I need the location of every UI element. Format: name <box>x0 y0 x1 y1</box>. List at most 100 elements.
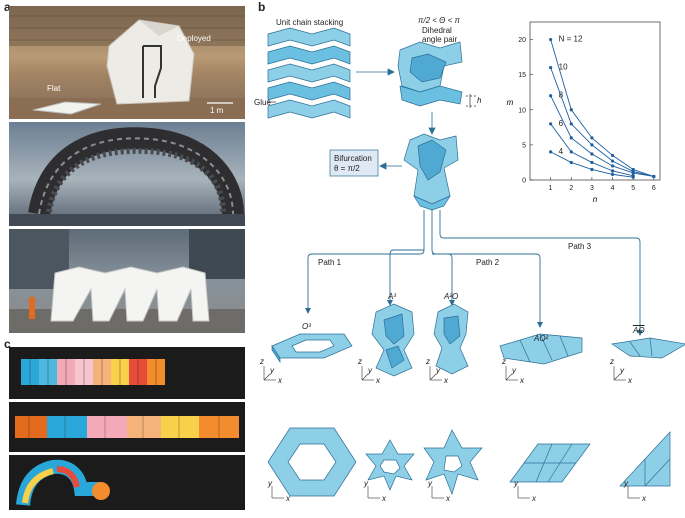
axis-y-4: y <box>512 366 516 375</box>
series-line-N8 <box>550 95 654 177</box>
data-point-N4 <box>569 160 573 165</box>
axis-triads-3d <box>263 366 626 381</box>
axis2d-x-2: x <box>382 494 386 503</box>
x-tick-label: 1 <box>549 185 553 192</box>
bifurcation-unit-illustration <box>403 133 459 211</box>
series-line-N10 <box>550 67 654 177</box>
data-point-N12 <box>652 174 656 179</box>
axis-y-1: y <box>270 366 274 375</box>
data-point-N4 <box>590 167 594 172</box>
axis2d-x-3: x <box>446 494 450 503</box>
data-point-N6 <box>610 169 615 173</box>
x-tick-label: 4 <box>611 185 615 192</box>
data-point-N8 <box>590 152 594 156</box>
tube-short-drawing <box>21 359 165 385</box>
bifurcation-box <box>329 149 379 177</box>
label-flat: Flat <box>47 84 61 93</box>
config-ao2-3d <box>499 333 583 365</box>
data-point-N4 <box>549 150 553 154</box>
y-tick-label: 15 <box>518 72 526 79</box>
series-label-N4: 4 <box>559 147 564 156</box>
tube-bent-drawing <box>16 459 110 506</box>
x-tick-label: 2 <box>569 185 573 192</box>
data-point-N12 <box>569 108 573 112</box>
config-ao-3d <box>611 337 685 359</box>
path-tree <box>307 210 641 330</box>
label-a3: A³ <box>388 292 396 301</box>
photo-tube-long <box>9 402 245 452</box>
x-tick-label: 5 <box>631 185 635 192</box>
config-o3-3d <box>271 333 353 364</box>
photo-shelter <box>9 229 245 333</box>
data-point-N6 <box>549 122 553 126</box>
x-tick-label: 6 <box>652 185 656 192</box>
photo-arch-render <box>9 122 245 226</box>
text-unit-chain-stacking: Unit chain stacking <box>276 18 344 27</box>
series-label-N12: N = 12 <box>559 35 583 44</box>
data-point-N10 <box>590 143 594 147</box>
photo-deployed-structure: Deployed Flat 1 m <box>9 6 245 119</box>
stacked-chains-illustration <box>267 27 351 119</box>
series-label-N6: 6 <box>559 119 564 128</box>
axis2d-y-1: y <box>268 479 272 488</box>
config-a3-3d <box>371 303 415 377</box>
axis-y-5: y <box>620 366 624 375</box>
axis2d-y-4: y <box>514 479 518 488</box>
axis-z-1: z <box>260 357 264 366</box>
axis2d-x-5: x <box>642 494 646 503</box>
config-a2o-top <box>423 429 483 496</box>
text-angle-range: π/2 < Θ < π <box>418 16 460 25</box>
text-theta: θ = π/2 <box>334 164 360 173</box>
y-tick-label: 5 <box>522 142 526 149</box>
text-path-3: Path 3 <box>568 242 592 251</box>
axis-x-5: x <box>628 376 632 385</box>
label-ao2: AO² <box>534 334 549 343</box>
text-path-2: Path 2 <box>476 258 500 267</box>
axis2d-y-3: y <box>428 479 432 488</box>
unit-cell-illustration <box>397 41 476 108</box>
label-deployed: Deployed <box>177 34 211 43</box>
panel-label-a: a <box>4 0 11 14</box>
y-tick-label: 10 <box>518 107 526 114</box>
data-point-N10 <box>610 159 615 163</box>
text-dihedral: Dihedral <box>422 26 452 35</box>
config-ao2-top <box>509 443 591 483</box>
axis-z-5: z <box>610 357 614 366</box>
y-tick-label: 20 <box>518 37 526 44</box>
axis-x-3: x <box>444 376 448 385</box>
x-tick-label: 3 <box>590 185 594 192</box>
data-point-N8 <box>549 94 553 98</box>
data-point-N10 <box>569 122 573 126</box>
text-glue: Glue <box>254 98 271 107</box>
axis2d-x-4: x <box>532 494 536 503</box>
label-scale-bar: 1 m <box>210 106 224 115</box>
data-point-N4 <box>610 172 615 176</box>
data-point-N12 <box>549 37 553 42</box>
label-a2o: A²O <box>444 292 459 301</box>
series-label-N10: 10 <box>559 63 568 72</box>
axis2d-x-1: x <box>286 494 290 503</box>
shelter-drawing <box>9 229 245 333</box>
x-axis-label: n <box>593 195 598 204</box>
axis-z-3: z <box>426 357 430 366</box>
config-o3-top <box>267 427 357 497</box>
axis2d-y-5: y <box>624 479 628 488</box>
photo-tube-bent <box>9 455 245 510</box>
axis2d-y-2: y <box>364 479 368 488</box>
data-point-N8 <box>610 164 615 168</box>
text-h: h <box>477 96 482 105</box>
axis-y-2: y <box>368 366 372 375</box>
arch-drawing <box>9 127 245 226</box>
config-a2o-3d <box>433 303 469 375</box>
data-point-N12 <box>590 136 594 140</box>
chart-frame <box>529 21 661 181</box>
label-o3: O³ <box>302 322 311 331</box>
text-bifurcation: Bifurcation <box>334 154 372 163</box>
label-ao: AO <box>633 326 645 335</box>
y-tick-label: 0 <box>522 178 526 185</box>
photo-tube-short <box>9 347 245 399</box>
data-point-N12 <box>610 153 615 158</box>
tube-long-drawing <box>15 416 239 438</box>
data-point-N6 <box>569 150 573 154</box>
